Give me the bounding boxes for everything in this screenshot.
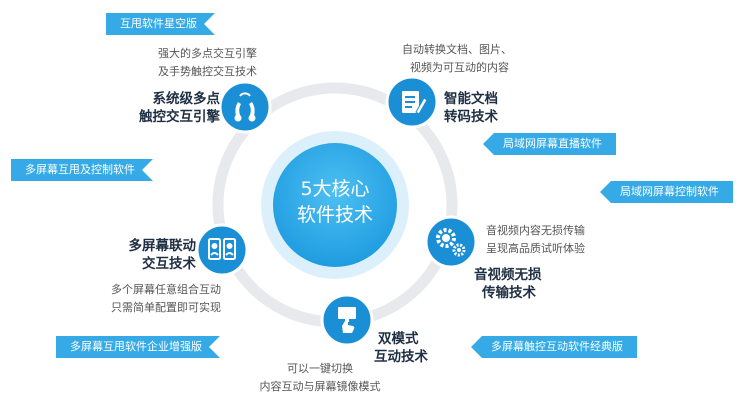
gesture-touch-icon <box>234 92 256 122</box>
tag-classic-edition: 多屏幕触控互动软件经典版 <box>471 336 637 358</box>
node-circle-multiscreen <box>195 223 249 277</box>
node-gesture-title: 系统级多点 触控交互引擎 <box>139 91 220 125</box>
gears-icon <box>436 228 466 257</box>
node-document-title: 智能文档 转码技术 <box>444 91 498 125</box>
node-circle-monitor <box>320 293 374 347</box>
node-circle-gears <box>424 215 478 269</box>
node-multiscreen-title: 多屏幕联动 交互技术 <box>128 238 197 272</box>
center-label: 5大核心 软件技术 <box>280 176 390 228</box>
tag-lan-live: 局域网屏幕直播软件 <box>483 133 616 155</box>
node-gears-desc: 音视频内容无损传输 呈现高品质试听体验 <box>486 224 585 255</box>
monitor-hand-icon <box>338 307 356 333</box>
node-monitor-title: 双模式 互动技术 <box>374 331 428 365</box>
node-gears-title: 音视频无损 传输技术 <box>474 267 542 301</box>
center-line2: 软件技术 <box>296 204 373 226</box>
multi-screen-icon <box>208 238 236 260</box>
node-circle-document <box>385 75 439 129</box>
node-multiscreen-desc: 多个屏幕任意组合互动 只需简单配置即可实现 <box>111 283 221 314</box>
tag-multiscreen-control: 多屏幕互甩及控制软件 <box>11 159 153 181</box>
document-edit-icon <box>402 91 428 115</box>
tag-lan-control: 局域网屏幕控制软件 <box>600 181 733 203</box>
node-monitor-desc: 可以一键切换 内容互动与屏幕镜像模式 <box>259 362 381 393</box>
tag-enterprise-edition: 多屏幕互甩软件企业增强版 <box>56 336 220 358</box>
node-circle-gesture <box>218 80 272 134</box>
tag-star-edition: 互甩软件星空版 <box>106 13 215 35</box>
center-line1: 5大核心 <box>300 178 370 200</box>
node-document-desc: 自动转换文档、图片、 视频为可互动的内容 <box>402 43 512 74</box>
node-gesture-desc: 强大的多点交互引擎 及手势触控交互技术 <box>158 47 257 78</box>
center-circle <box>273 143 397 267</box>
